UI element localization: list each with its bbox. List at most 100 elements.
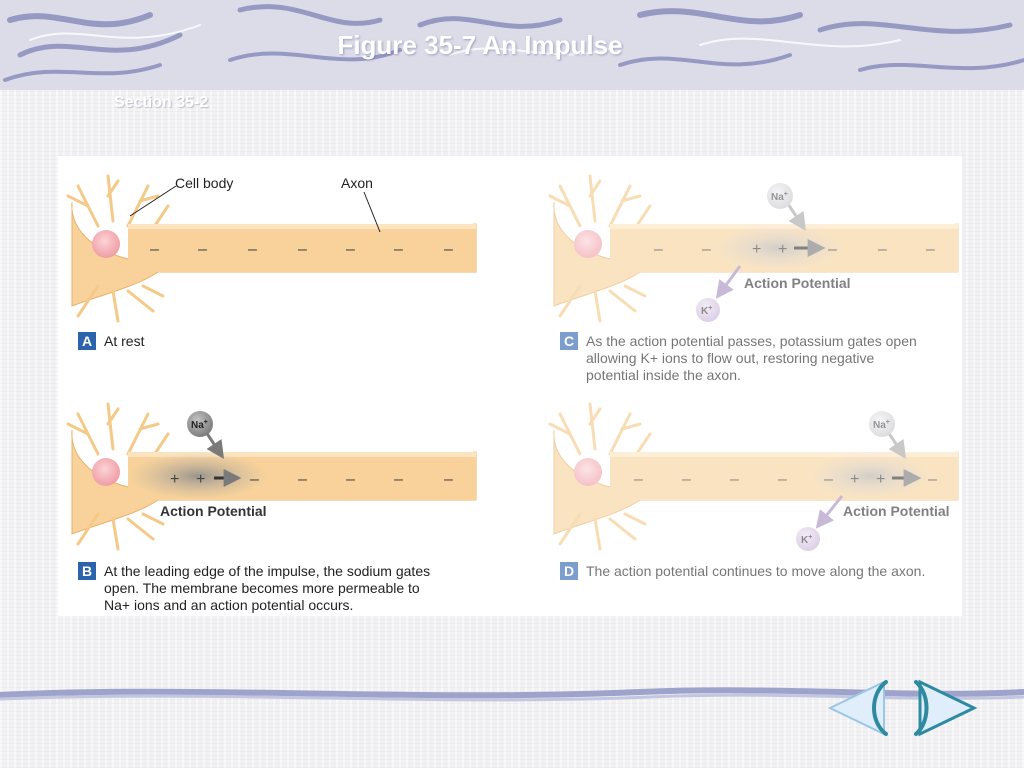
- slide-subtitle: Section 35-2: [114, 94, 209, 111]
- svg-text:–: –: [926, 241, 935, 258]
- dendrites-c: [548, 174, 652, 323]
- svg-text:–: –: [702, 241, 711, 258]
- bottom-decorative-band: [0, 687, 1024, 702]
- membrane-charges-d: – – – – – + + –: [634, 471, 937, 488]
- svg-text:–: –: [346, 241, 355, 258]
- panel-d-badge: [560, 562, 578, 580]
- svg-text:–: –: [828, 241, 837, 258]
- svg-text:–: –: [250, 471, 259, 488]
- dendrites-a: [66, 174, 170, 323]
- impulse-diagram: – – – – – – – Cell body Axon A At rest: [66, 174, 959, 613]
- k-ion-label-d: K+: [801, 534, 812, 546]
- action-potential-label-c: Action Potential: [744, 275, 851, 291]
- panel-d-caption: The action potential continues to move a…: [586, 563, 925, 579]
- impulse-figure: – – – – – – – Cell body Axon A At rest: [58, 156, 962, 616]
- svg-text:Na+ ions and an action potenti: Na+ ions and an action potential occurs.: [104, 597, 353, 613]
- previous-slide-button[interactable]: [826, 676, 890, 740]
- svg-text:+: +: [170, 471, 179, 488]
- action-potential-label-b: Action Potential: [160, 503, 267, 519]
- axon-highlight-d: [610, 452, 958, 457]
- svg-text:–: –: [824, 471, 833, 488]
- panel-b-letter: B: [82, 563, 92, 579]
- nucleus-c: [574, 230, 602, 258]
- membrane-charges-a: – – – – – – –: [150, 241, 453, 258]
- panel-c-caption: As the action potential passes, potassiu…: [586, 333, 917, 383]
- svg-text:–: –: [444, 471, 453, 488]
- svg-text:As the action potential passes: As the action potential passes, potassiu…: [586, 333, 917, 349]
- na-ion-label-d: Na+: [873, 419, 890, 431]
- axon-label: Axon: [341, 175, 373, 191]
- next-slide-button[interactable]: [906, 676, 978, 740]
- axon-highlight-b: [128, 452, 476, 457]
- na-arrow-d: [886, 431, 906, 459]
- k-efflux-arrow-d: [815, 495, 844, 529]
- top-decorative-band: [0, 0, 1024, 90]
- action-potential-region-d: [804, 452, 936, 500]
- svg-text:–: –: [730, 471, 739, 488]
- panel-c-letter: C: [564, 333, 574, 349]
- panel-a-badge: [78, 332, 96, 350]
- axon-leader-line: [363, 191, 381, 233]
- dendrites-d: [548, 402, 652, 551]
- svg-text:At the leading edge of the imp: At the leading edge of the impulse, the …: [104, 563, 430, 579]
- svg-text:–: –: [394, 471, 403, 488]
- dendrites-b: [66, 402, 170, 551]
- svg-text:allowing K+ ions to flow out,: allowing K+ ions to flow out, restoring …: [586, 350, 875, 366]
- action-potential-region-c: [708, 224, 848, 272]
- svg-text:–: –: [150, 241, 159, 258]
- panel-d: – – – – – + + – Na+ K+ Action Potential …: [548, 402, 959, 580]
- action-potential-label-d: Action Potential: [843, 503, 950, 519]
- svg-text:–: –: [394, 241, 403, 258]
- nucleus-a: [92, 230, 120, 258]
- na-arrow-c: [786, 203, 806, 231]
- cell-body-label: Cell body: [175, 175, 233, 191]
- svg-text:+: +: [850, 471, 859, 488]
- svg-text:–: –: [878, 241, 887, 258]
- nucleus-d: [574, 458, 602, 486]
- svg-text:+: +: [752, 241, 761, 258]
- cell-body-leader-line: [129, 185, 177, 217]
- svg-text:–: –: [346, 471, 355, 488]
- svg-text:–: –: [682, 471, 691, 488]
- svg-text:–: –: [778, 471, 787, 488]
- svg-text:–: –: [298, 241, 307, 258]
- svg-text:–: –: [444, 241, 453, 258]
- svg-text:–: –: [634, 471, 643, 488]
- slide-title: Figure 35-7 An Impulse: [337, 30, 623, 60]
- svg-text:potential inside the axon.: potential inside the axon.: [586, 367, 741, 383]
- na-ion-label-c: Na+: [771, 191, 788, 203]
- panel-b-badge: [78, 562, 96, 580]
- panel-b: + + – – – – – Na+ Action Potential B At …: [66, 402, 477, 613]
- panel-c: – – + + – – – Na+ K+ Action Potential C …: [548, 174, 959, 383]
- na-influx-arrow-b: [204, 431, 224, 459]
- svg-text:–: –: [198, 241, 207, 258]
- action-potential-region-b: [128, 452, 268, 500]
- na-ion-c: [767, 183, 793, 209]
- panel-d-letter: D: [564, 563, 574, 579]
- panel-b-caption: At the leading edge of the impulse, the …: [104, 563, 430, 613]
- svg-text:–: –: [248, 241, 257, 258]
- panel-a: – – – – – – – Cell body Axon A At rest: [66, 174, 477, 350]
- svg-text:–: –: [928, 471, 937, 488]
- axon-highlight-a: [128, 224, 476, 229]
- na-ion-b: [187, 411, 213, 437]
- svg-text:–: –: [654, 241, 663, 258]
- svg-text:open. The membrane becomes mo: open. The membrane becomes more permeabl…: [104, 580, 420, 596]
- na-ion-label-b: Na+: [191, 419, 208, 431]
- membrane-charges-c: – – + + – – –: [654, 241, 935, 258]
- panel-a-caption: At rest: [104, 333, 145, 349]
- axon-a: [128, 224, 476, 272]
- membrane-charges-b: + + – – – – –: [170, 471, 453, 488]
- panel-c-badge: [560, 332, 578, 350]
- svg-text:–: –: [298, 471, 307, 488]
- left-arrow-icon: [827, 680, 888, 736]
- nucleus-b: [92, 458, 120, 486]
- svg-text:+: +: [196, 471, 205, 488]
- k-ion-c: [696, 298, 720, 322]
- k-ion-d: [796, 527, 820, 551]
- svg-text:+: +: [876, 471, 885, 488]
- svg-text:+: +: [778, 241, 787, 258]
- k-ion-label-c: K+: [701, 305, 712, 317]
- k-efflux-arrow-c: [715, 265, 742, 299]
- panel-a-letter: A: [82, 333, 92, 349]
